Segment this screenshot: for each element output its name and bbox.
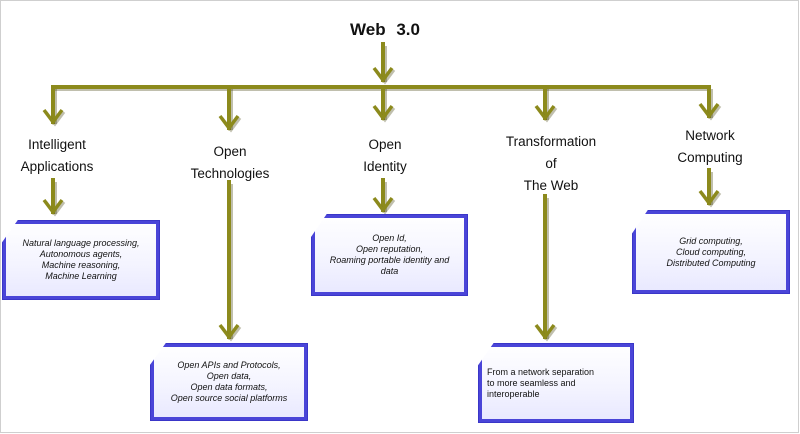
- link-transformation-arrowhead: [534, 323, 556, 340]
- drop-transformation-arrowhead: [534, 104, 556, 121]
- note-box-transformation: From a network separation to more seamle…: [478, 343, 634, 423]
- category-label-open-identity: Open Identity: [345, 134, 425, 178]
- link-open-identity-arrowhead: [372, 196, 394, 213]
- note-item: Open data,: [206, 371, 252, 381]
- link-intelligent-arrowhead: [42, 198, 64, 215]
- note-item: Autonomous agents,: [39, 249, 123, 259]
- note-item: to more seamless and: [487, 377, 576, 388]
- link-open-tech-arrowhead: [218, 323, 240, 340]
- link-network-computing-arrowhead: [698, 189, 720, 206]
- drop-open-tech-arrowhead: [218, 114, 240, 131]
- drop-intelligent-arrowhead: [42, 108, 64, 125]
- category-label-intelligent: Intelligent Applications: [2, 134, 112, 178]
- note-box-open-tech: Open APIs and Protocols, Open data, Open…: [150, 343, 308, 421]
- root-arrowhead: [372, 66, 394, 83]
- root-title: Web 3.0: [350, 20, 420, 39]
- note-box-intelligent: Natural language processing, Autonomous …: [2, 220, 160, 300]
- category-label-line: Identity: [363, 159, 407, 174]
- category-label-line: of: [545, 156, 557, 171]
- category-label-line: Intelligent: [28, 137, 86, 152]
- category-label-line: Technologies: [190, 166, 270, 181]
- note-item: Machine Learning: [45, 271, 117, 281]
- note-box-open-identity: Open Id, Open reputation, Roaming portab…: [311, 214, 468, 296]
- category-label-open-tech: Open Technologies: [170, 141, 290, 185]
- note-item: data: [380, 266, 399, 276]
- category-label-line: The Web: [523, 178, 579, 193]
- category-label-transformation: Transformation of The Web: [486, 131, 616, 197]
- category-label-line: Applications: [20, 159, 94, 174]
- note-item: Machine reasoning,: [41, 260, 121, 270]
- note-item: Open Id,: [372, 233, 407, 243]
- category-label-line: Computing: [677, 150, 743, 165]
- note-item: interoperable: [487, 388, 540, 399]
- note-item: Cloud computing,: [675, 246, 747, 257]
- note-item: Distributed Computing: [666, 257, 756, 268]
- note-item: From a network separation: [487, 366, 595, 377]
- note-item: Open APIs and Protocols,: [177, 360, 281, 370]
- note-item: Open reputation,: [355, 244, 424, 254]
- note-item: Roaming portable identity and: [329, 255, 450, 265]
- note-item: Natural language processing,: [22, 238, 140, 248]
- category-label-network-computing: Network Computing: [660, 125, 760, 169]
- drop-open-identity-arrowhead: [372, 104, 394, 121]
- category-label-line: Open: [213, 144, 247, 159]
- note-box-network-computing: Grid computing, Cloud computing, Distrib…: [632, 210, 790, 294]
- category-label-line: Transformation: [505, 134, 597, 149]
- note-item: Open source social platforms: [170, 393, 288, 403]
- drop-network-computing-arrowhead: [698, 102, 720, 119]
- note-item: Open data formats,: [190, 382, 268, 392]
- category-label-line: Network: [685, 128, 735, 143]
- category-label-line: Open: [368, 137, 402, 152]
- note-item: Grid computing,: [679, 235, 743, 246]
